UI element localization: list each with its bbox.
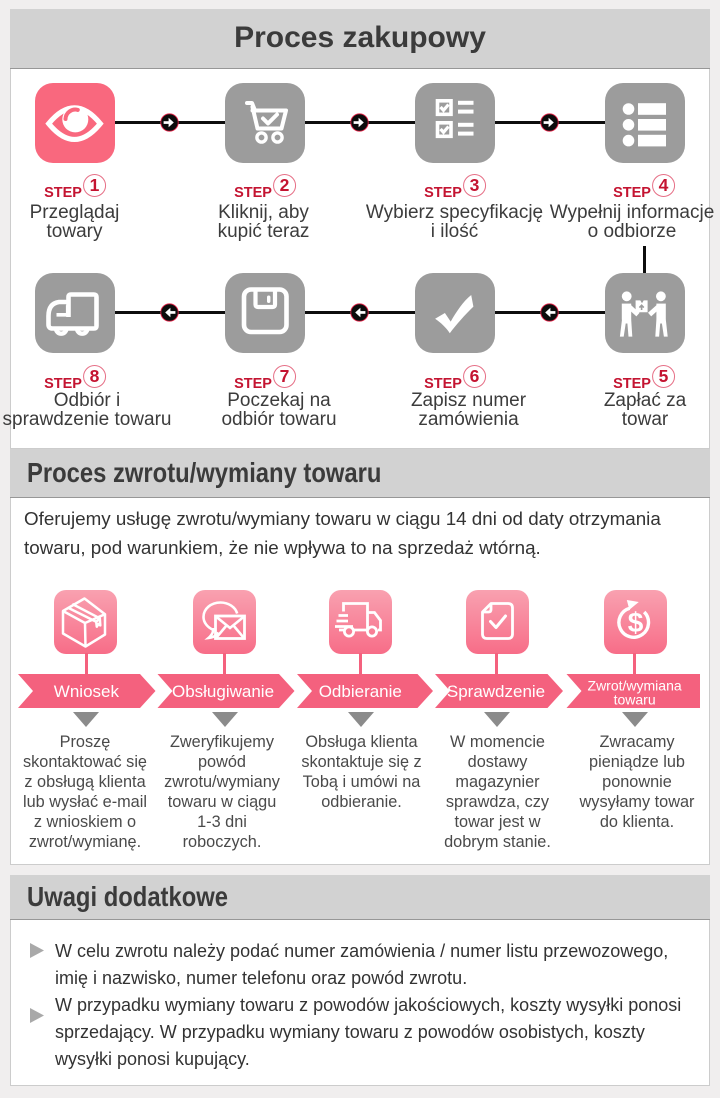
svg-text:towaru: towaru: [614, 692, 656, 708]
svg-text:$: $: [628, 607, 644, 638]
svg-text:Sprawdzenie: Sprawdzenie: [447, 682, 545, 701]
svg-text:Zwrot/wymiana: Zwrot/wymiana: [588, 678, 682, 694]
svg-text:Wniosek: Wniosek: [54, 682, 120, 701]
svg-text:Odbieranie: Odbieranie: [319, 682, 402, 701]
svg-text:Obsługiwanie: Obsługiwanie: [172, 682, 274, 701]
